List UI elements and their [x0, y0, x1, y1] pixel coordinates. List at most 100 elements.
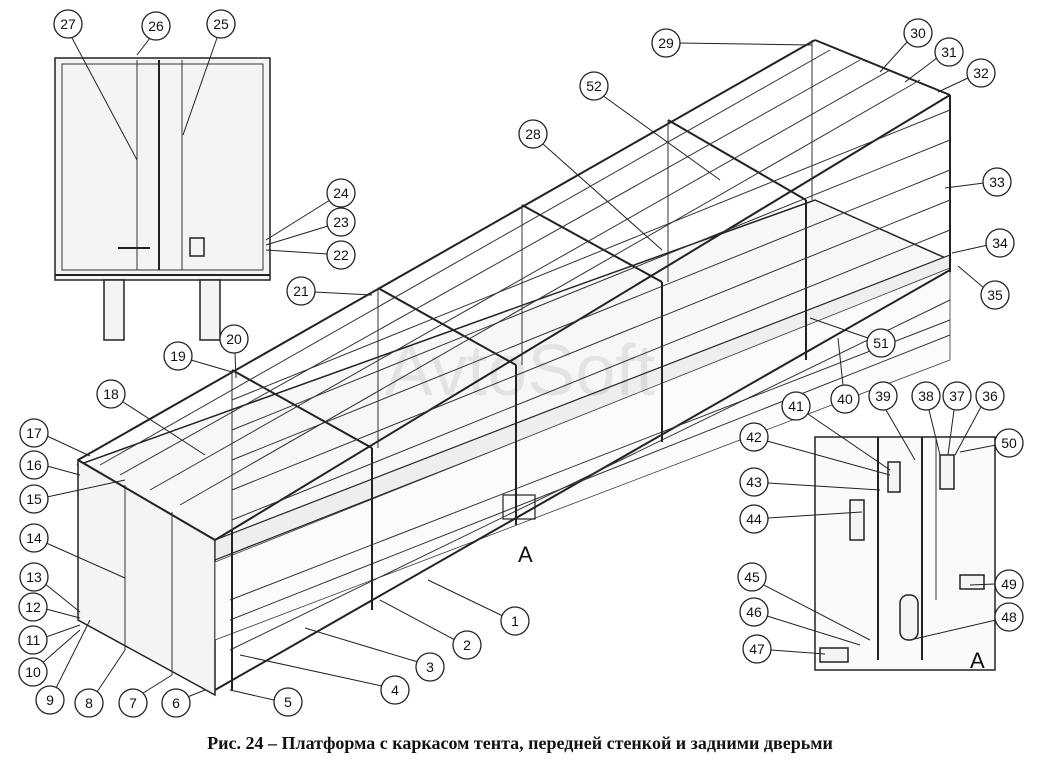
callout-number: 12 — [25, 599, 41, 615]
callout-36: 36 — [954, 381, 1005, 456]
callout-number: 35 — [987, 287, 1003, 303]
callout-17: 17 — [19, 418, 91, 457]
callout-12: 12 — [18, 592, 81, 622]
callout-number: 42 — [746, 429, 762, 445]
callout-41: 41 — [781, 391, 891, 471]
callout-number: 23 — [333, 214, 349, 230]
callout-3: 3 — [304, 627, 445, 682]
callout-number: 46 — [746, 604, 762, 620]
callout-number: 33 — [989, 174, 1005, 190]
callout-9: 9 — [35, 619, 91, 715]
callout-number: 34 — [992, 235, 1008, 251]
callout-number: 40 — [837, 391, 853, 407]
callout-number: 13 — [26, 569, 42, 585]
callout-number: 26 — [148, 18, 164, 34]
detail-view-a — [814, 436, 996, 671]
callout-44: 44 — [739, 504, 863, 534]
callout-number: 31 — [941, 44, 957, 60]
callout-45: 45 — [737, 562, 871, 641]
callout-40: 40 — [830, 337, 860, 414]
callout-number: 3 — [426, 659, 434, 675]
callout-number: 5 — [284, 694, 292, 710]
callout-15: 15 — [19, 479, 126, 514]
callout-39: 39 — [868, 381, 916, 461]
callout-7: 7 — [118, 674, 173, 718]
callout-28: 28 — [518, 119, 663, 251]
callout-number: 21 — [293, 283, 309, 299]
callout-4: 4 — [239, 654, 410, 705]
callout-47: 47 — [742, 634, 826, 664]
callout-49: 49 — [969, 569, 1024, 599]
callout-number: 10 — [25, 664, 41, 680]
callout-number: 41 — [788, 398, 804, 414]
callout-number: 20 — [226, 331, 242, 347]
callout-24: 24 — [265, 178, 356, 241]
callout-layer: 1 2 3 4 5 6 7 8 9 10 11 12 13 14 15 16 1… — [18, 9, 1024, 718]
callout-30: 30 — [879, 18, 933, 73]
callout-number: 48 — [1001, 609, 1017, 625]
callout-25: 25 — [182, 9, 236, 136]
detail-view-label: A — [970, 648, 985, 673]
callout-26: 26 — [136, 11, 171, 56]
callout-29: 29 — [651, 28, 813, 58]
watermark: AvtoSoft — [385, 331, 656, 411]
rear-doors-inset — [54, 57, 271, 341]
callout-18: 18 — [96, 379, 206, 456]
callout-number: 17 — [26, 425, 42, 441]
callout-number: 51 — [873, 335, 889, 351]
callout-10: 10 — [18, 629, 81, 687]
callout-35: 35 — [957, 265, 1010, 310]
callout-33: 33 — [944, 167, 1012, 197]
callout-8: 8 — [74, 649, 126, 718]
callout-16: 16 — [19, 450, 81, 480]
callout-22: 22 — [265, 240, 356, 270]
callout-number: 15 — [26, 491, 42, 507]
callout-43: 43 — [739, 467, 881, 497]
callout-23: 23 — [265, 207, 356, 246]
callout-number: 18 — [103, 386, 119, 402]
figure-caption: Рис. 24 – Платформа с каркасом тента, пе… — [207, 733, 833, 753]
callout-number: 36 — [982, 388, 998, 404]
view-label: A — [518, 542, 533, 567]
callout-48: 48 — [909, 602, 1024, 641]
callout-number: 8 — [85, 695, 93, 711]
callout-number: 24 — [333, 185, 349, 201]
callout-34: 34 — [951, 228, 1015, 258]
callout-21: 21 — [286, 276, 373, 306]
callout-number: 25 — [213, 16, 229, 32]
callout-number: 50 — [1001, 435, 1017, 451]
callout-number: 49 — [1001, 576, 1017, 592]
callout-number: 1 — [511, 613, 519, 629]
callout-number: 11 — [26, 632, 41, 648]
callout-6: 6 — [161, 688, 206, 718]
callout-number: 22 — [333, 247, 349, 263]
callout-number: 38 — [918, 388, 934, 404]
callout-number: 52 — [586, 78, 602, 94]
callout-46: 46 — [739, 597, 861, 646]
callout-number: 39 — [875, 388, 891, 404]
callout-20: 20 — [219, 324, 249, 379]
callout-38: 38 — [911, 381, 941, 456]
callout-number: 7 — [129, 695, 137, 711]
callout-number: 43 — [746, 474, 762, 490]
callout-number: 45 — [744, 569, 760, 585]
callout-37: 37 — [942, 381, 972, 456]
callout-number: 9 — [46, 692, 54, 708]
callout-2: 2 — [379, 599, 482, 660]
callout-31: 31 — [904, 37, 964, 83]
callout-number: 4 — [391, 682, 399, 698]
platform-frame — [76, 39, 952, 697]
callout-32: 32 — [937, 58, 996, 93]
callout-number: 28 — [525, 126, 541, 142]
callout-number: 37 — [949, 388, 965, 404]
callout-50: 50 — [959, 428, 1024, 458]
callout-1: 1 — [427, 579, 530, 636]
callout-51: 51 — [809, 317, 896, 358]
callout-27: 27 — [53, 9, 138, 161]
callout-number: 16 — [26, 457, 42, 473]
callout-13: 13 — [19, 562, 81, 613]
callout-number: 19 — [170, 348, 186, 364]
callout-42: 42 — [739, 422, 891, 476]
callout-number: 27 — [60, 16, 76, 32]
